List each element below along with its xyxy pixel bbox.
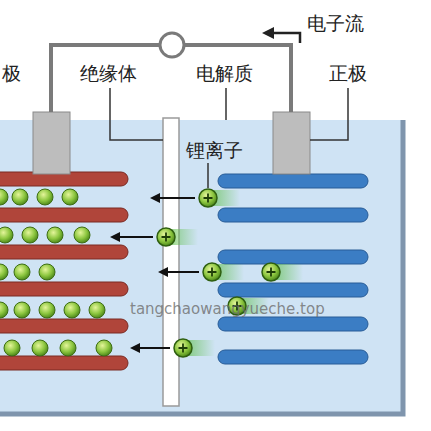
arrowhead xyxy=(158,267,168,277)
arrowhead xyxy=(110,232,120,242)
arrowhead xyxy=(262,27,274,39)
plus-sign xyxy=(204,194,213,203)
negative-plate xyxy=(0,282,128,296)
leader-line xyxy=(310,88,348,140)
wire xyxy=(184,45,291,112)
ion-arrow xyxy=(118,236,153,238)
leader-line xyxy=(110,88,163,140)
positive-plate xyxy=(218,317,368,331)
wire xyxy=(51,45,160,112)
lithium-ion xyxy=(203,263,221,281)
electron-flow-label: 电子流 xyxy=(307,12,364,35)
lithium-ion xyxy=(174,339,192,357)
positive-plate xyxy=(218,283,368,297)
electron-flow-arrow xyxy=(272,33,300,43)
lithium-atom xyxy=(4,340,20,356)
positive-terminal xyxy=(273,112,310,174)
lithium-atom xyxy=(64,302,80,318)
lithium-atom xyxy=(32,340,48,356)
lithium-ion xyxy=(157,228,175,246)
positive-plate xyxy=(218,350,368,364)
leader-line xyxy=(207,163,209,188)
lithium-atom xyxy=(89,302,105,318)
watermark: tangchaowangyueche.top xyxy=(130,300,325,318)
ion-arrow xyxy=(158,197,195,199)
plus-sign xyxy=(162,233,171,242)
plus-sign xyxy=(208,268,217,277)
lithium-atom xyxy=(74,227,90,243)
lithium-atom xyxy=(0,264,8,280)
leader-line xyxy=(225,88,227,120)
lithium-atom xyxy=(60,340,76,356)
negative-plate xyxy=(0,356,128,370)
lithium-atom xyxy=(14,302,30,318)
lithium-atom xyxy=(14,264,30,280)
negative-plate xyxy=(0,245,128,259)
separator-label: 绝缘体 xyxy=(80,62,137,85)
plus-sign xyxy=(179,344,188,353)
lithium-atom xyxy=(62,189,78,205)
lithium-atom xyxy=(47,227,63,243)
positive-plate xyxy=(218,174,368,188)
lithium-atom xyxy=(0,302,8,318)
negative-plate xyxy=(0,208,128,222)
lithium-atom xyxy=(37,189,53,205)
lithium-atom xyxy=(0,227,13,243)
electrolyte-label: 电解质 xyxy=(196,62,253,85)
ion-arrow xyxy=(166,271,199,273)
lithium-atom xyxy=(39,302,55,318)
lithium-atom xyxy=(22,227,38,243)
separator xyxy=(163,118,179,406)
arrowhead xyxy=(130,343,140,353)
lithium-atom xyxy=(0,189,8,205)
ion-arrow xyxy=(138,347,170,349)
arrowhead xyxy=(150,193,160,203)
electrode-label: 正极 xyxy=(329,62,367,85)
negative-terminal xyxy=(33,112,70,174)
lithium-ion xyxy=(262,263,280,281)
lithium-ion xyxy=(199,189,217,207)
lithium-atom xyxy=(39,264,55,280)
ion-label: 锂离子 xyxy=(186,139,243,162)
positive-plate xyxy=(218,208,368,222)
positive-plate xyxy=(218,250,368,264)
plus-sign xyxy=(267,268,276,277)
lithium-atom xyxy=(96,340,112,356)
lithium-atom xyxy=(12,189,28,205)
negative-plate xyxy=(0,319,128,333)
electrode-label: 极 xyxy=(2,62,21,85)
load-symbol xyxy=(160,33,184,57)
